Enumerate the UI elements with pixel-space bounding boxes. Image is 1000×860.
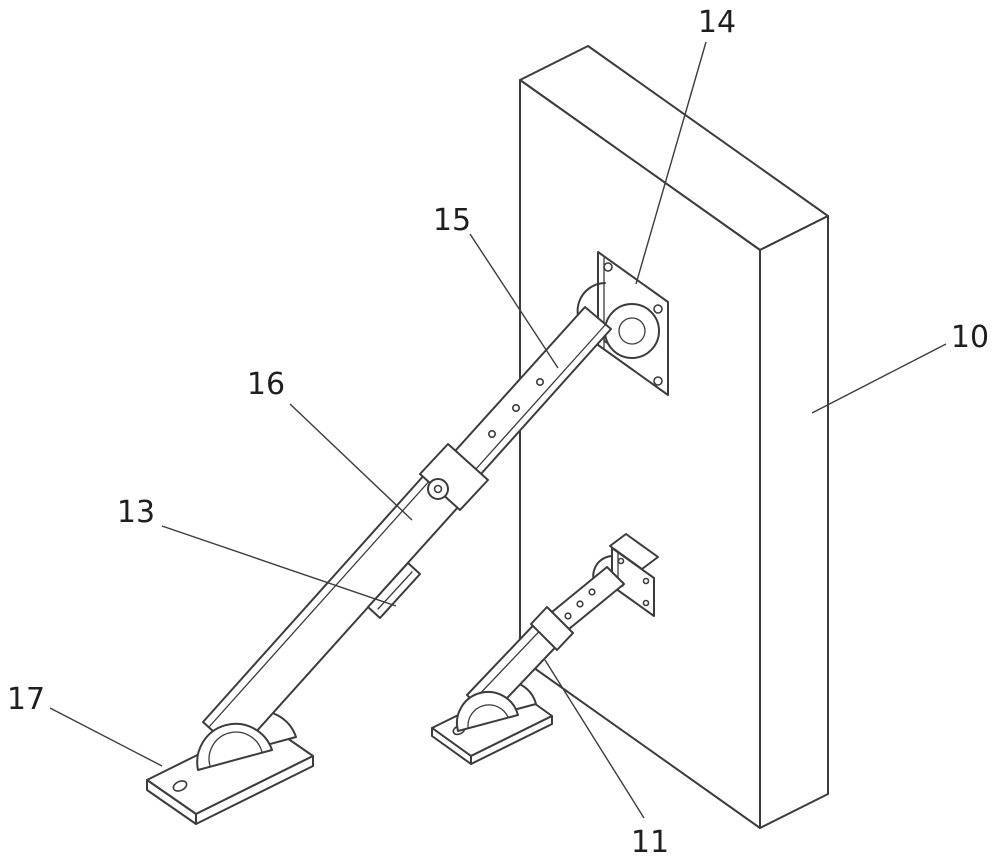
adjustment-hole	[576, 600, 584, 608]
part-label-14: 14	[698, 5, 736, 40]
hinge-lug-front	[196, 722, 273, 771]
base-plate-bolt-hole	[172, 780, 188, 792]
part-labels: 10 11 13 14 15 16 17	[7, 5, 989, 860]
hinge-lug-front-detail	[467, 704, 509, 728]
small-flange-bolt-hole	[642, 599, 650, 607]
leader-line-17	[49, 707, 163, 767]
leader-line-11	[544, 659, 645, 819]
front-hinge-lugs	[196, 690, 519, 771]
leader-line-10	[811, 343, 947, 414]
small-flange-bolt-hole	[642, 577, 650, 585]
hinge-lug-front-detail	[208, 731, 263, 767]
part-label-11: 11	[631, 825, 669, 860]
short-outer-tube-depth-line	[472, 618, 552, 702]
outer-tube-depth-line	[208, 458, 450, 728]
adjustment-hole	[588, 588, 596, 596]
hinge-lug-front	[455, 690, 519, 732]
flange-bolt-hole	[653, 376, 663, 386]
base-plate-thickness	[470, 715, 553, 765]
collar-knob-center	[433, 484, 443, 494]
locking-latch-line	[377, 571, 413, 610]
part-label-16: 16	[247, 367, 285, 402]
part-label-10: 10	[951, 320, 989, 355]
part-label-13: 13	[117, 495, 155, 530]
ball-joint-boss	[604, 303, 660, 359]
part-label-15: 15	[433, 203, 471, 238]
short-strut	[466, 566, 625, 718]
leader-line-14	[635, 41, 707, 285]
mounting-flange	[576, 251, 669, 396]
locking-collar	[419, 443, 489, 511]
inner-tube-depth-line	[457, 323, 607, 490]
base-plate-thickness	[195, 755, 314, 825]
flange-bolt-hole	[653, 304, 663, 314]
adjustment-hole	[511, 403, 520, 412]
adjustment-hole	[487, 429, 496, 438]
leader-line-15	[469, 233, 559, 369]
main-strut	[202, 306, 612, 754]
panel	[519, 45, 829, 829]
small-flange-bolt-hole	[617, 557, 625, 565]
ball-joint-boss-inner	[618, 317, 646, 345]
part-label-17: 17	[7, 682, 45, 717]
panel-side-face	[759, 215, 829, 829]
short-locking-collar	[530, 606, 574, 651]
leader-line-16	[289, 403, 413, 521]
leader-line-13	[161, 525, 397, 607]
adjustment-hole	[564, 612, 572, 620]
adjustment-hole	[535, 377, 544, 386]
flange-bolt-hole	[603, 262, 613, 272]
leader-lines	[49, 41, 947, 819]
